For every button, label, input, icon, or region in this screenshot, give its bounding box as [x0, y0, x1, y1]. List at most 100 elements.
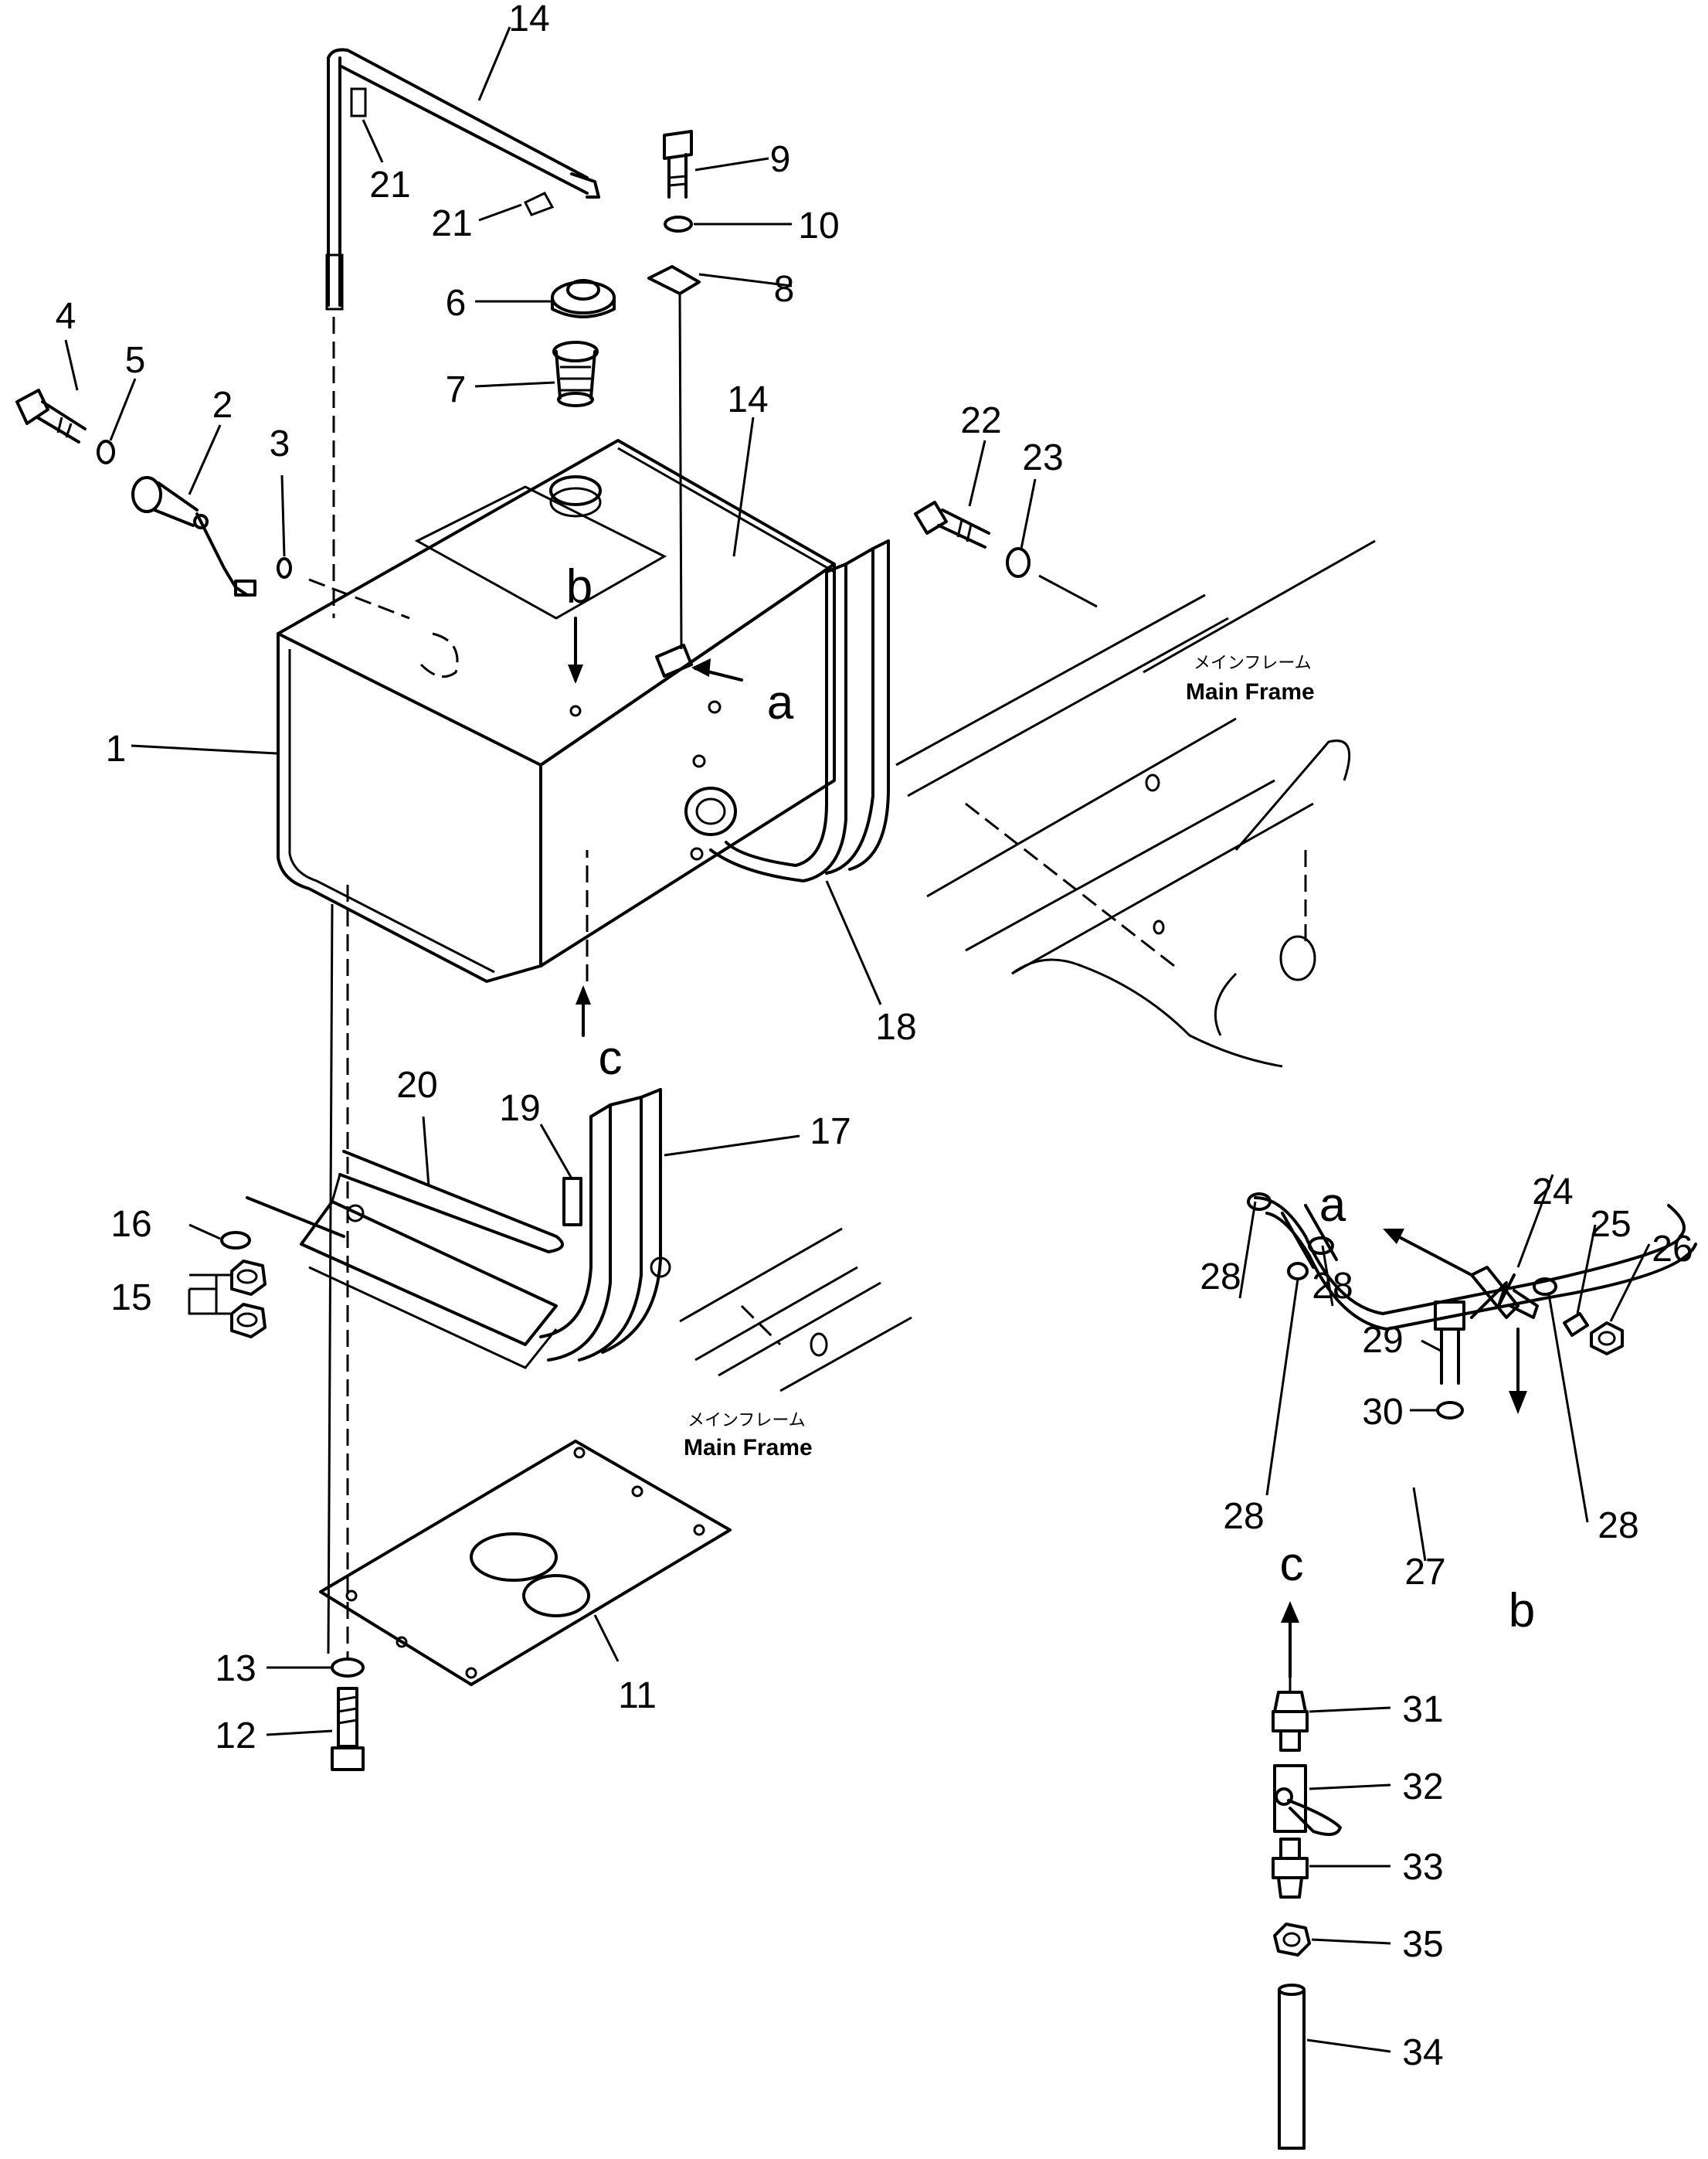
label-14-mid: 14: [727, 379, 768, 420]
arrow-c-main: [576, 850, 591, 1037]
bolt-4: [15, 389, 87, 444]
label-21-upper: 21: [369, 165, 410, 206]
arrow-b-detail: [1509, 1328, 1527, 1414]
frame-label-jp-upper: メインフレーム: [1194, 654, 1312, 673]
label-34: 34: [1402, 2032, 1443, 2073]
label-16: 16: [110, 1204, 151, 1245]
label-23: 23: [1022, 437, 1063, 478]
cap-6: [551, 279, 616, 318]
label-15: 15: [110, 1277, 151, 1318]
arrow-b-main: [568, 617, 583, 684]
connector-24: [1470, 1266, 1539, 1319]
leader-lines: [64, 26, 1651, 2053]
clip-8: [647, 265, 701, 295]
label-31: 31: [1402, 1689, 1443, 1730]
frame-labels: メインフレーム Main Frame メインフレーム Main Frame: [684, 654, 1315, 1460]
label-5: 5: [125, 340, 146, 381]
label-13: 13: [215, 1648, 256, 1689]
marker-b-detail: b: [1509, 1584, 1535, 1637]
label-27: 27: [1404, 1552, 1445, 1593]
cock-32: [1273, 1764, 1342, 1836]
nut-26: [1590, 1321, 1624, 1355]
bracket-15: [188, 1273, 216, 1315]
label-22: 22: [960, 400, 1001, 441]
label-24: 24: [1532, 1171, 1573, 1212]
stay-14-lower: [617, 447, 835, 573]
marker-a-detail: a: [1319, 1178, 1346, 1232]
washer-10: [664, 216, 693, 233]
label-21-lower: 21: [431, 203, 472, 244]
marker-a-main: a: [767, 676, 794, 729]
pad-19: [562, 1177, 582, 1226]
washer-23: [1006, 547, 1031, 578]
label-17: 17: [810, 1111, 851, 1152]
label-6: 6: [446, 283, 467, 324]
arrow-c-detail: [1281, 1601, 1299, 1678]
band-18: [709, 539, 890, 882]
frame-label-en-upper: Main Frame: [1186, 679, 1315, 705]
washer-16-axis: [246, 1196, 345, 1238]
main-frame-upper: [895, 539, 1376, 1068]
leader-8-to-tank: [678, 293, 683, 650]
label-18: 18: [875, 1007, 916, 1048]
label-14-top: 14: [508, 0, 549, 39]
label-2: 2: [212, 385, 233, 426]
label-29: 29: [1362, 1320, 1403, 1361]
frame-label-en-lower: Main Frame: [684, 1435, 813, 1460]
label-11: 11: [618, 1675, 657, 1716]
label-7: 7: [446, 369, 467, 410]
marker-b-main: b: [566, 560, 593, 614]
label-25: 25: [1590, 1204, 1631, 1245]
label-35: 35: [1402, 1924, 1443, 1965]
stay-14-rod: [325, 48, 600, 618]
gauge-axis-line: [308, 578, 410, 620]
undercover-11: [319, 1440, 732, 1686]
label-4: 4: [56, 296, 76, 337]
vertical-line-left: [327, 903, 334, 1654]
washer-30: [1436, 1401, 1464, 1420]
bolt-9: [663, 130, 693, 199]
nut-15-upper: [230, 1260, 267, 1296]
fittings-28: [1247, 1192, 1557, 1296]
washer-16: [220, 1231, 251, 1250]
main-frame-lower: [679, 1227, 912, 1392]
label-19: 19: [499, 1088, 540, 1129]
arrow-a-main: [691, 658, 743, 682]
bolt-12: [331, 1687, 365, 1771]
label-28-b: 28: [1312, 1266, 1353, 1307]
nipple-31: [1272, 1691, 1309, 1752]
label-30: 30: [1362, 1392, 1403, 1433]
frame-label-jp-lower: メインフレーム: [688, 1411, 806, 1430]
label-8: 8: [774, 269, 795, 310]
label-9: 9: [770, 139, 791, 180]
bracket-15-b: [215, 1273, 230, 1315]
label-28-c: 28: [1223, 1496, 1264, 1537]
band-20: [338, 1150, 564, 1253]
sleeve-25: [1563, 1312, 1589, 1337]
marker-c-main: c: [599, 1032, 623, 1085]
band-17: [539, 1088, 671, 1362]
washer-13: [331, 1658, 365, 1678]
hose-34: [1278, 1984, 1306, 2150]
marker-c-detail: c: [1280, 1538, 1304, 1591]
nipple-33: [1272, 1838, 1309, 1899]
level-gauge-2: [131, 476, 256, 597]
nut-15-lower: [230, 1303, 267, 1338]
label-3: 3: [270, 423, 290, 464]
part-labels: 14 21 21 9 10 8 6 7 14 4 5 2 3 22 23 1 1…: [56, 0, 1693, 2073]
view-markers: b a c a b c: [566, 560, 1535, 1637]
label-10: 10: [798, 206, 839, 246]
strainer-7: [552, 341, 599, 407]
label-32: 32: [1402, 1766, 1443, 1807]
bolt-29: [1434, 1300, 1465, 1385]
label-12: 12: [215, 1715, 256, 1756]
label-33: 33: [1402, 1847, 1443, 1888]
clamp-35: [1273, 1923, 1311, 1957]
label-28-d: 28: [1598, 1505, 1638, 1546]
arrow-a-detail: [1383, 1229, 1473, 1277]
label-20: 20: [396, 1065, 437, 1106]
lower-bracket: [300, 1174, 558, 1369]
hydraulic-tank: [277, 439, 836, 983]
